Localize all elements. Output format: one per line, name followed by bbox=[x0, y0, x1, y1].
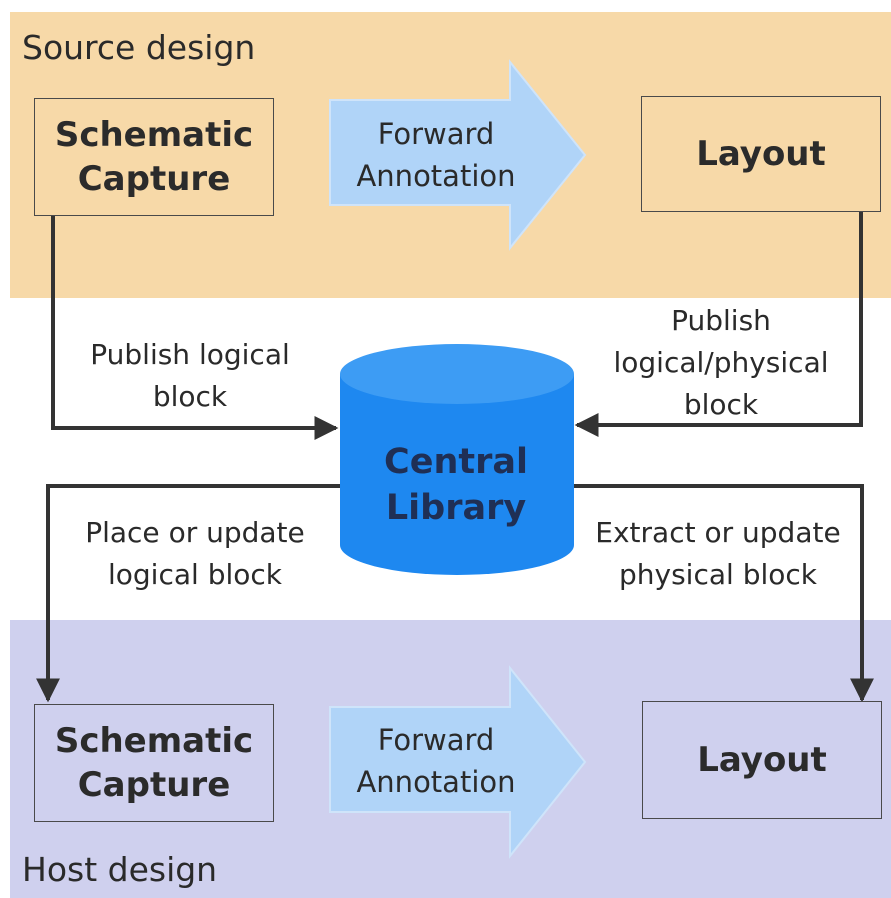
central-library-line-2: Library bbox=[385, 487, 527, 528]
source-forward-line-1: Forward bbox=[377, 117, 495, 151]
extract-update-label: Extract or update physical block bbox=[578, 512, 858, 596]
host-forward-line-1: Forward bbox=[377, 723, 495, 757]
source-forward-line-2: Annotation bbox=[356, 159, 516, 194]
extract-update-line-2: physical block bbox=[619, 558, 817, 591]
publish-physical-label: Publish logical/physical block bbox=[596, 300, 846, 426]
source-forward-annotation-label: Forward Annotation bbox=[340, 113, 532, 197]
place-update-line-2: logical block bbox=[108, 558, 282, 591]
host-layout-box: Layout bbox=[642, 701, 882, 819]
host-layout-label: Layout bbox=[697, 739, 827, 780]
host-schematic-line-2: Capture bbox=[77, 765, 231, 805]
publish-physical-line-2: logical/physical bbox=[613, 346, 829, 379]
host-design-title: Host design bbox=[22, 850, 218, 889]
publish-logical-line-1: Publish logical bbox=[90, 338, 290, 371]
place-update-label: Place or update logical block bbox=[62, 512, 328, 596]
extract-update-line-1: Extract or update bbox=[595, 516, 841, 549]
host-forward-line-2: Annotation bbox=[356, 765, 516, 800]
source-layout-label: Layout bbox=[696, 133, 826, 174]
place-update-connector bbox=[36, 484, 340, 703]
central-library-cylinder bbox=[340, 344, 574, 575]
forward-annotation-arrow-source bbox=[329, 59, 587, 251]
source-schematic-capture-box: Schematic Capture bbox=[34, 98, 274, 216]
publish-physical-line-3: block bbox=[683, 388, 759, 421]
publish-logical-label: Publish logical block bbox=[60, 334, 320, 418]
source-schematic-line-2: Capture bbox=[77, 159, 231, 199]
source-layout-box: Layout bbox=[641, 96, 881, 212]
central-library-line-1: Central bbox=[384, 442, 528, 482]
host-forward-annotation-label: Forward Annotation bbox=[340, 719, 532, 803]
host-schematic-line-1: Schematic bbox=[54, 720, 254, 761]
publish-physical-connector bbox=[574, 212, 863, 437]
publish-logical-connector bbox=[51, 216, 339, 440]
publish-logical-line-2: block bbox=[152, 380, 228, 413]
place-update-line-1: Place or update bbox=[85, 516, 305, 549]
extract-update-connector bbox=[574, 484, 874, 703]
source-schematic-line-1: Schematic bbox=[54, 114, 254, 155]
publish-physical-line-1: Publish bbox=[671, 304, 771, 337]
host-schematic-capture-box: Schematic Capture bbox=[34, 704, 274, 822]
forward-annotation-arrow-host bbox=[329, 665, 587, 859]
source-design-title: Source design bbox=[22, 28, 256, 67]
central-library-label: Central Library bbox=[340, 440, 572, 531]
